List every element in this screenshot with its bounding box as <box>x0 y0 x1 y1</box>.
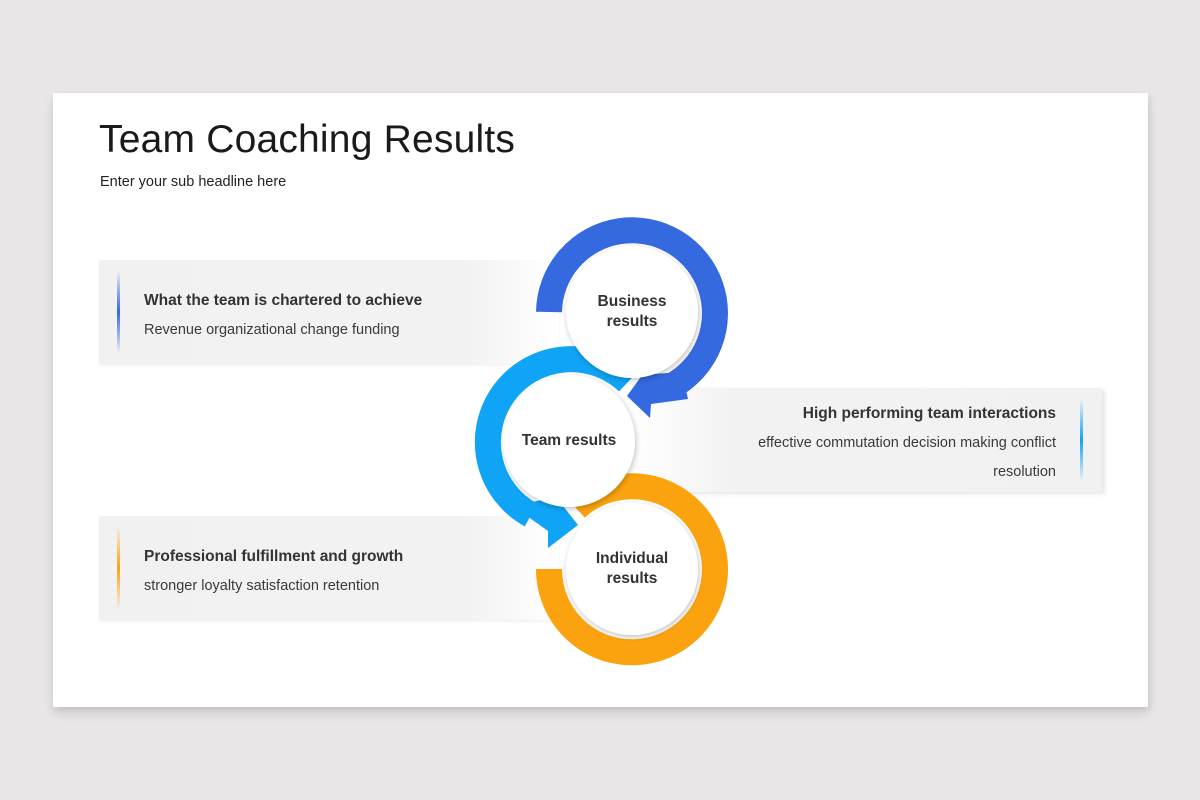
team-results-panel: High performing team interactions effect… <box>630 388 1102 492</box>
business-results-label: Business results <box>567 292 697 332</box>
panel-heading: High performing team interactions <box>802 405 1056 422</box>
panel-body: stronger loyalty satisfaction retention <box>144 578 380 594</box>
panel-accent-bar <box>1080 398 1083 482</box>
team-results-label: Team results <box>504 431 634 451</box>
panel-body: Revenue organizational change funding <box>144 322 400 338</box>
panel-accent-bar <box>117 526 120 610</box>
individual-results-label: Individual results <box>567 549 697 589</box>
slide-subtitle: Enter your sub headline here <box>100 174 287 190</box>
ring-label-line: results <box>606 313 658 330</box>
business-results-panel: What the team is chartered to achieve Re… <box>99 260 559 364</box>
panel-body: effective commutation decision making co… <box>758 435 1056 480</box>
panel-heading: Professional fulfillment and growth <box>144 548 404 565</box>
ring-label-line: Individual <box>595 550 669 567</box>
panel-heading: What the team is chartered to achieve <box>144 292 423 309</box>
slide-title: Team Coaching Results <box>99 118 516 161</box>
individual-results-panel: Professional fulfillment and growth stro… <box>99 516 559 620</box>
ring-label-line: results <box>606 570 658 587</box>
panel-accent-bar <box>117 270 120 354</box>
ring-label-line: Business <box>597 293 667 310</box>
ring-label-line: Team results <box>521 432 617 449</box>
